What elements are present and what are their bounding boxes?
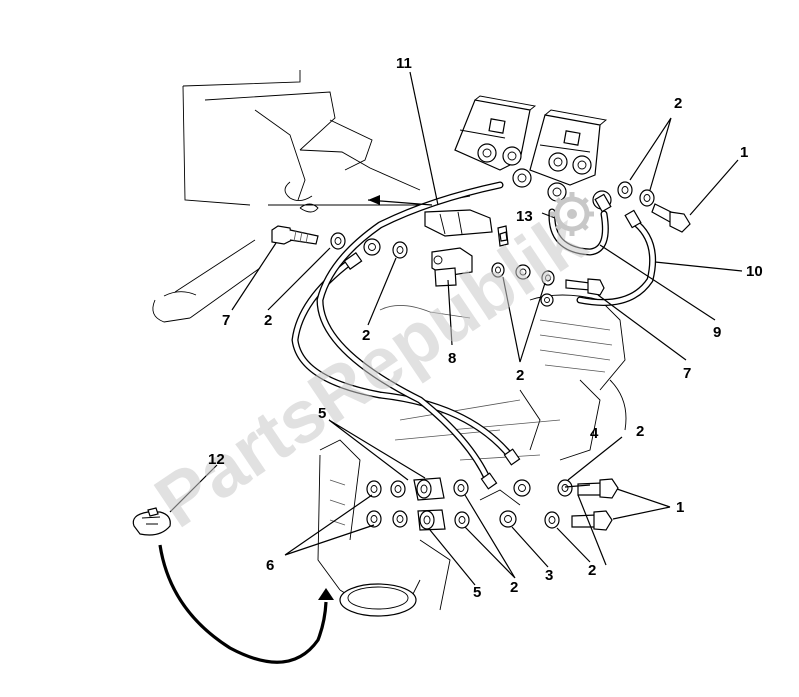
callout-label: 2 (362, 327, 370, 344)
callout-label: 13 (516, 208, 533, 225)
hose-fittings (343, 168, 642, 528)
callout-label: 2 (516, 367, 524, 384)
callout-label: 5 (318, 405, 326, 422)
brake-hoses (291, 181, 657, 484)
callout-label: 2 (636, 423, 644, 440)
hose-bracket (367, 195, 509, 247)
callout-label: 11 (396, 55, 412, 72)
valve-block-assembly (454, 95, 608, 186)
reservoir-cap (132, 507, 171, 536)
callout-label: 2 (674, 95, 682, 112)
callout-label: 9 (713, 324, 721, 341)
routing-arrow (158, 544, 334, 664)
engine-casing (317, 294, 627, 617)
leader-lines (169, 71, 743, 586)
callout-label: 10 (746, 263, 763, 280)
callout-label: 7 (683, 365, 691, 382)
hose-clamp (431, 247, 473, 287)
gear-icon (550, 192, 594, 236)
callout-label: 3 (545, 567, 553, 584)
callout-label: 2 (510, 579, 518, 596)
callout-label: 7 (222, 312, 230, 329)
callout-label: 6 (266, 557, 274, 574)
callout-label: 1 (740, 144, 748, 161)
callout-labels: 1 1 2 2 2 2 2 2 2 3 4 5 5 6 7 7 8 9 10 1… (208, 55, 763, 601)
callout-label: 2 (588, 562, 596, 579)
callout-label: 12 (208, 451, 225, 468)
callout-label: 5 (473, 584, 481, 601)
callout-label: 2 (264, 312, 272, 329)
callout-label: 4 (590, 425, 599, 442)
callout-label: 1 (676, 499, 684, 516)
callout-label: 8 (448, 350, 456, 367)
